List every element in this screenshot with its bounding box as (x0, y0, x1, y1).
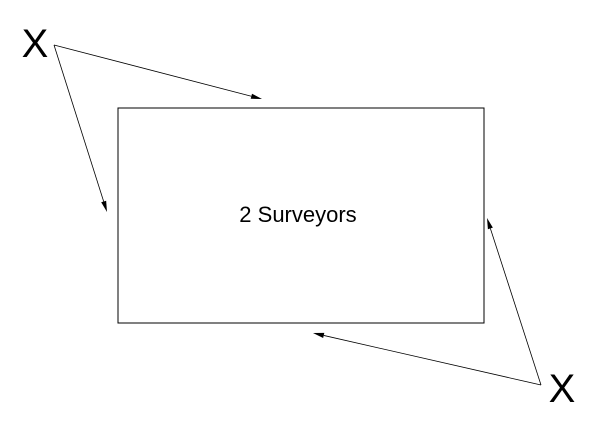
arrow-bottom-right-to-right (487, 218, 542, 386)
arrow-head-icon (250, 93, 262, 99)
arrow-line (53, 44, 252, 97)
arrow-head-icon (101, 200, 107, 212)
arrow-head-icon (313, 332, 325, 338)
marker-top-left: X (22, 22, 49, 66)
arrow-bottom-right-to-bottom (313, 332, 542, 386)
arrow-head-icon (487, 218, 493, 230)
arrow-top-left-to-top (53, 44, 262, 99)
arrow-line (323, 335, 542, 386)
surveyors-box (117, 107, 485, 324)
arrow-line (490, 228, 542, 386)
arrow-line (53, 44, 105, 202)
surveyors-box-label: 2 Surveyors (239, 202, 356, 227)
marker-bottom-right: X (549, 367, 576, 411)
arrow-top-left-to-left (53, 44, 107, 212)
